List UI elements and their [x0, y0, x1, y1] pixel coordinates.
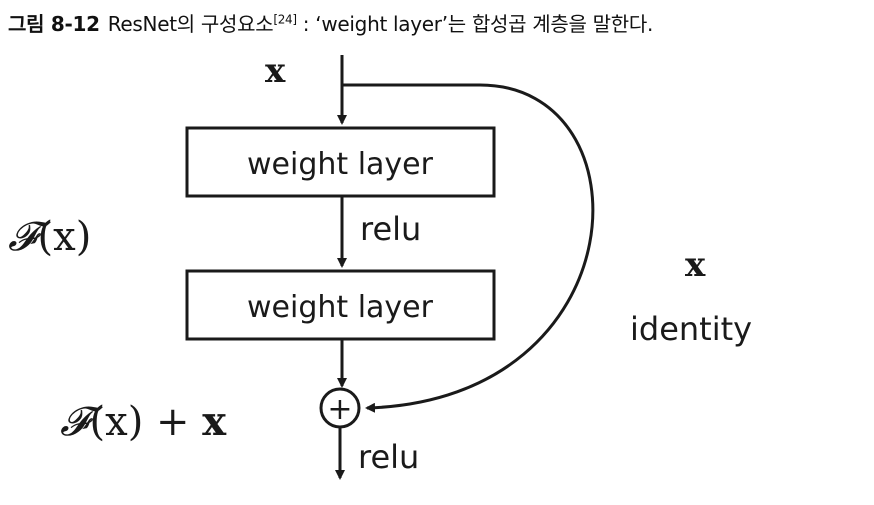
caption-reference: [24]: [273, 12, 297, 27]
sum-x-term: x: [202, 398, 227, 445]
relu-output-label: relu: [358, 438, 419, 476]
residual-f-argument: (x): [38, 214, 92, 260]
weight-layer-2-label: weight layer: [247, 290, 434, 325]
caption-description: : ‘weight layer’는 합성곱 계층을 말한다.: [296, 12, 654, 36]
weight-layer-1-box: [185, 126, 496, 198]
sum-plus-sign: +: [143, 399, 202, 445]
adder-plus-icon: +: [327, 392, 352, 427]
residual-function-label: 𝓕(x): [8, 214, 91, 260]
sum-expression-label: 𝓕(x) + x: [60, 398, 227, 445]
caption-text: ResNet의 구성요소: [107, 12, 274, 36]
identity-skip-connection: [342, 83, 595, 413]
skip-x-label: x: [685, 245, 706, 285]
input-x-label: x: [265, 51, 286, 91]
figure-number: 그림 8-12: [8, 12, 100, 36]
figure-caption: 그림 8-12 ResNet의 구성요소[24] : ‘weight layer’…: [8, 8, 653, 37]
identity-label: identity: [630, 310, 752, 348]
relu-middle-label: relu: [360, 210, 421, 248]
sum-f-argument: (x): [90, 399, 144, 445]
weight-layer-1-label: weight layer: [247, 147, 434, 182]
